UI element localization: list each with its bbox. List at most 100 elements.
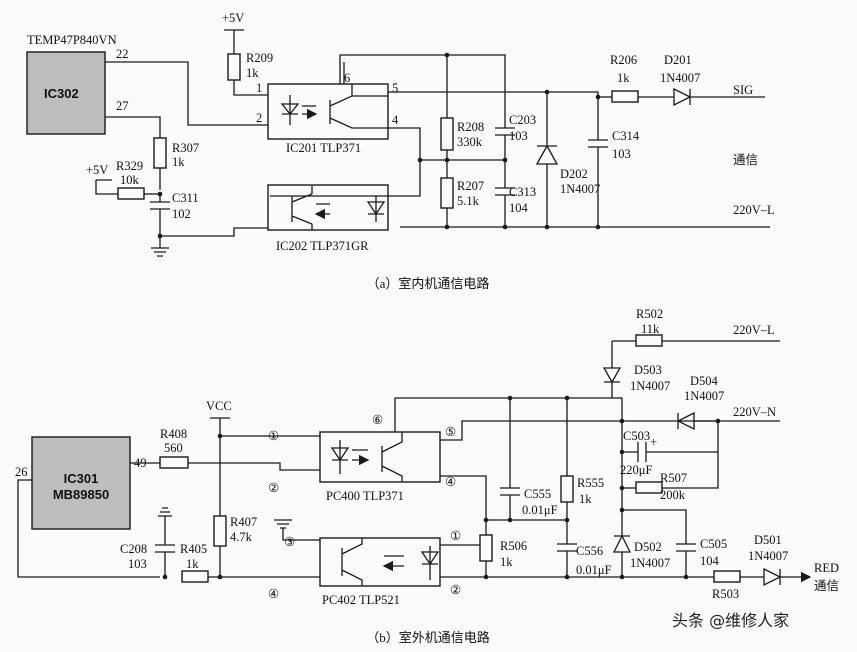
r207-resistor [440,177,454,209]
c311-value: 102 [172,207,191,221]
r206-value: 1k [617,71,630,85]
ic301-part-label: MB89850 [53,487,109,502]
c314-value: 103 [612,147,631,161]
c555-capacitor [500,398,520,520]
ic202-optocoupler [267,184,389,231]
d201-label: D201 [664,53,692,67]
l220-label-bottom: 220V–L [733,323,775,337]
ic201-pin6: 6 [344,71,350,85]
r408-value: 560 [164,441,183,455]
c208-capacitor [155,507,175,577]
wire-pin22 [105,61,268,126]
r408-resistor [159,456,189,469]
pc402-optocoupler [319,537,441,587]
wire-r209 [233,80,268,96]
c556-value: 0.01μF [576,563,612,577]
d501-diode [763,567,782,587]
ground-symbol-top [151,236,169,257]
wire-pin4 [270,127,421,197]
wire-pin26 [17,479,160,578]
r206-label: R206 [610,53,637,67]
wire-pin6 [339,54,506,118]
c555-label: C555 [524,487,551,501]
r407-resistor [213,515,227,547]
c556-label: C556 [576,544,603,558]
ic201-pin1: 1 [256,81,262,95]
d201-value: 1N4007 [660,71,700,85]
c311-label: C311 [172,191,199,205]
pin1b-callout: ① [450,529,461,543]
r209-resistor [227,53,241,81]
ic201-pin5: 5 [392,81,398,95]
ic202-label: IC202 TLP371GR [276,239,369,253]
c313-label: C313 [509,185,536,199]
pin2b-callout: ② [450,583,461,597]
r405-label: R405 [180,542,207,556]
wire-pin4-bottom [440,475,487,555]
r555-value: 1k [579,492,592,506]
r506-resistor [479,534,493,562]
r407-label: R407 [230,515,257,529]
pin4b-callout: ④ [445,475,456,489]
ic201-pin4: 4 [392,113,399,127]
c313-value: 104 [509,201,529,215]
ic302-block [26,51,106,135]
r405-value: 1k [186,557,199,571]
c503-plus: + [650,435,657,449]
c505-capacitor [622,509,696,577]
d504-value: 1N4007 [684,389,724,403]
ic301-label: IC301 [64,471,99,486]
c203-label: C203 [509,113,536,127]
pc400-led [330,440,350,474]
d502-label: D502 [634,540,662,554]
wire-p5v-2 [95,179,118,195]
sig-label: SIG [733,83,753,97]
pin4-callout: ④ [268,587,279,601]
d202-label: D202 [560,167,588,181]
r507-label: R507 [660,471,687,485]
wire-pin27 [105,116,161,138]
ic201-transistor [329,84,388,129]
wire-pin5-bottom [440,420,718,441]
outdoor-circuit: IC301 MB89850 26 49 R408 560 VCC R407 4.… [15,307,839,645]
r503-label: R503 [712,587,739,601]
ic201-label: IC201 TLP371 [286,141,361,155]
pin3-callout: ③ [284,535,295,549]
pin6-callout: ⑥ [372,413,383,427]
comm-label-top: 通信 [733,153,758,167]
pc400-transistor [381,432,403,482]
r407-value: 4.7k [230,530,253,544]
pin22-label: 22 [116,47,129,61]
ic201-pin2: 2 [256,111,262,125]
r555-label: R555 [577,476,604,490]
r208-label: R208 [457,120,484,134]
d202-diode [535,92,559,227]
ic302-label: IC302 [44,86,79,101]
r307-label: R307 [172,141,199,155]
comm-label-bottom: 通信 [814,579,839,593]
c505-label: C505 [700,537,727,551]
ic202-led [366,196,386,222]
r503-resistor [713,570,741,583]
watermark-text: 头条 @维修人家 [672,611,789,630]
r405-resistor [181,570,209,583]
r502-label: R502 [636,307,663,321]
d501-label: D501 [754,533,782,547]
r507-resistor [635,481,663,494]
r502-value: 11k [641,322,660,336]
d501-value: 1N4007 [748,549,788,563]
pin26-label: 26 [15,465,28,479]
r207-value: 5.1k [457,194,480,208]
c208-value: 103 [128,557,147,571]
ic201-led [280,95,300,125]
r307-resistor [153,137,167,169]
c314-capacitor [547,91,608,227]
pin5-callout: ⑤ [445,425,456,439]
r208-resistor [440,117,454,151]
d503-diode [602,341,622,398]
r506-value: 1k [500,555,513,569]
c314-label: C314 [612,129,640,143]
c311-capacitor [150,194,170,236]
r329-value: 10k [120,173,140,187]
